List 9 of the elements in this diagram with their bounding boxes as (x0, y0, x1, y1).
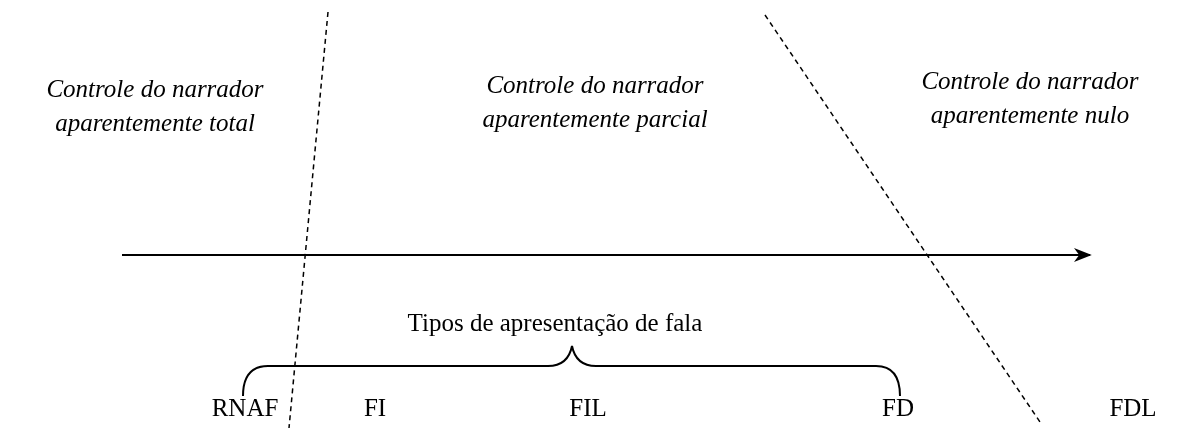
speech-type-label: FIL (568, 393, 608, 423)
brace-caption: Tipos de apresentação de fala (406, 308, 704, 338)
region-heading: Controle do narrador aparentemente nulo (920, 66, 1140, 130)
speech-type-label: FI (362, 393, 388, 423)
region-heading: Controle do narrador aparentemente total (45, 74, 265, 138)
speech-type-label: RNAF (210, 393, 280, 423)
region-heading: Controle do narrador aparentemente parcial (481, 70, 709, 134)
speech-type-label: FDL (1108, 393, 1158, 423)
speech-type-label: FD (881, 393, 915, 423)
